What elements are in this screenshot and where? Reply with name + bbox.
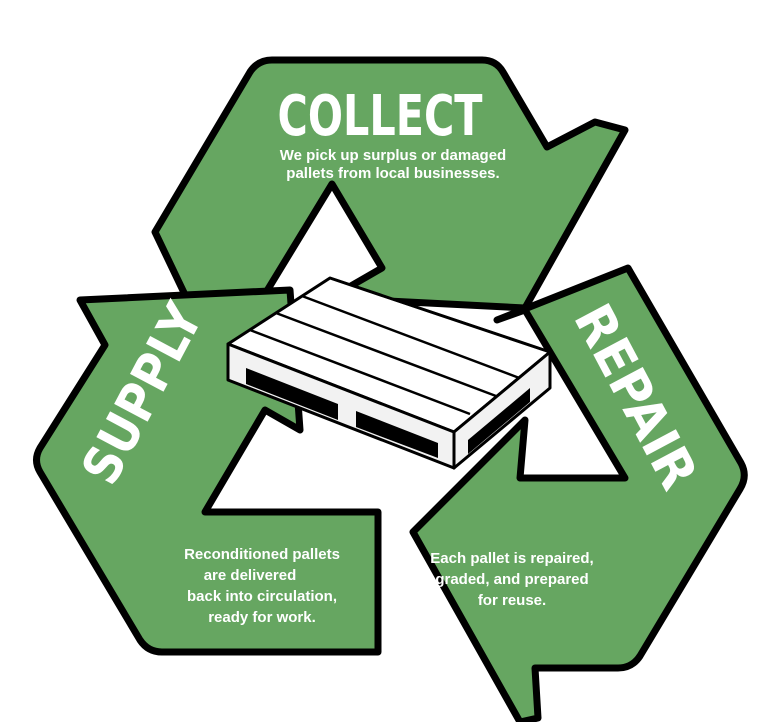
supply-line-4: ready for work.	[208, 609, 316, 626]
repair-arrow	[409, 264, 748, 722]
repair-line-2: graded, and prepared	[435, 571, 588, 588]
supply-line-1: Reconditioned pallets	[184, 546, 340, 563]
collect-line-1: We pick up surplus or damaged	[280, 147, 506, 164]
supply-line-3: back into circulation,	[187, 588, 337, 605]
collect-arrow	[151, 56, 629, 372]
repair-line-1: Each pallet is repaired,	[430, 550, 593, 567]
pallet-icon	[226, 276, 552, 470]
collect-line-2: pallets from local businesses.	[286, 165, 499, 182]
repair-line-3: for reuse.	[478, 592, 546, 609]
supply-line-2: are delivered	[204, 567, 297, 584]
collect-title: COLLECT	[278, 84, 483, 149]
